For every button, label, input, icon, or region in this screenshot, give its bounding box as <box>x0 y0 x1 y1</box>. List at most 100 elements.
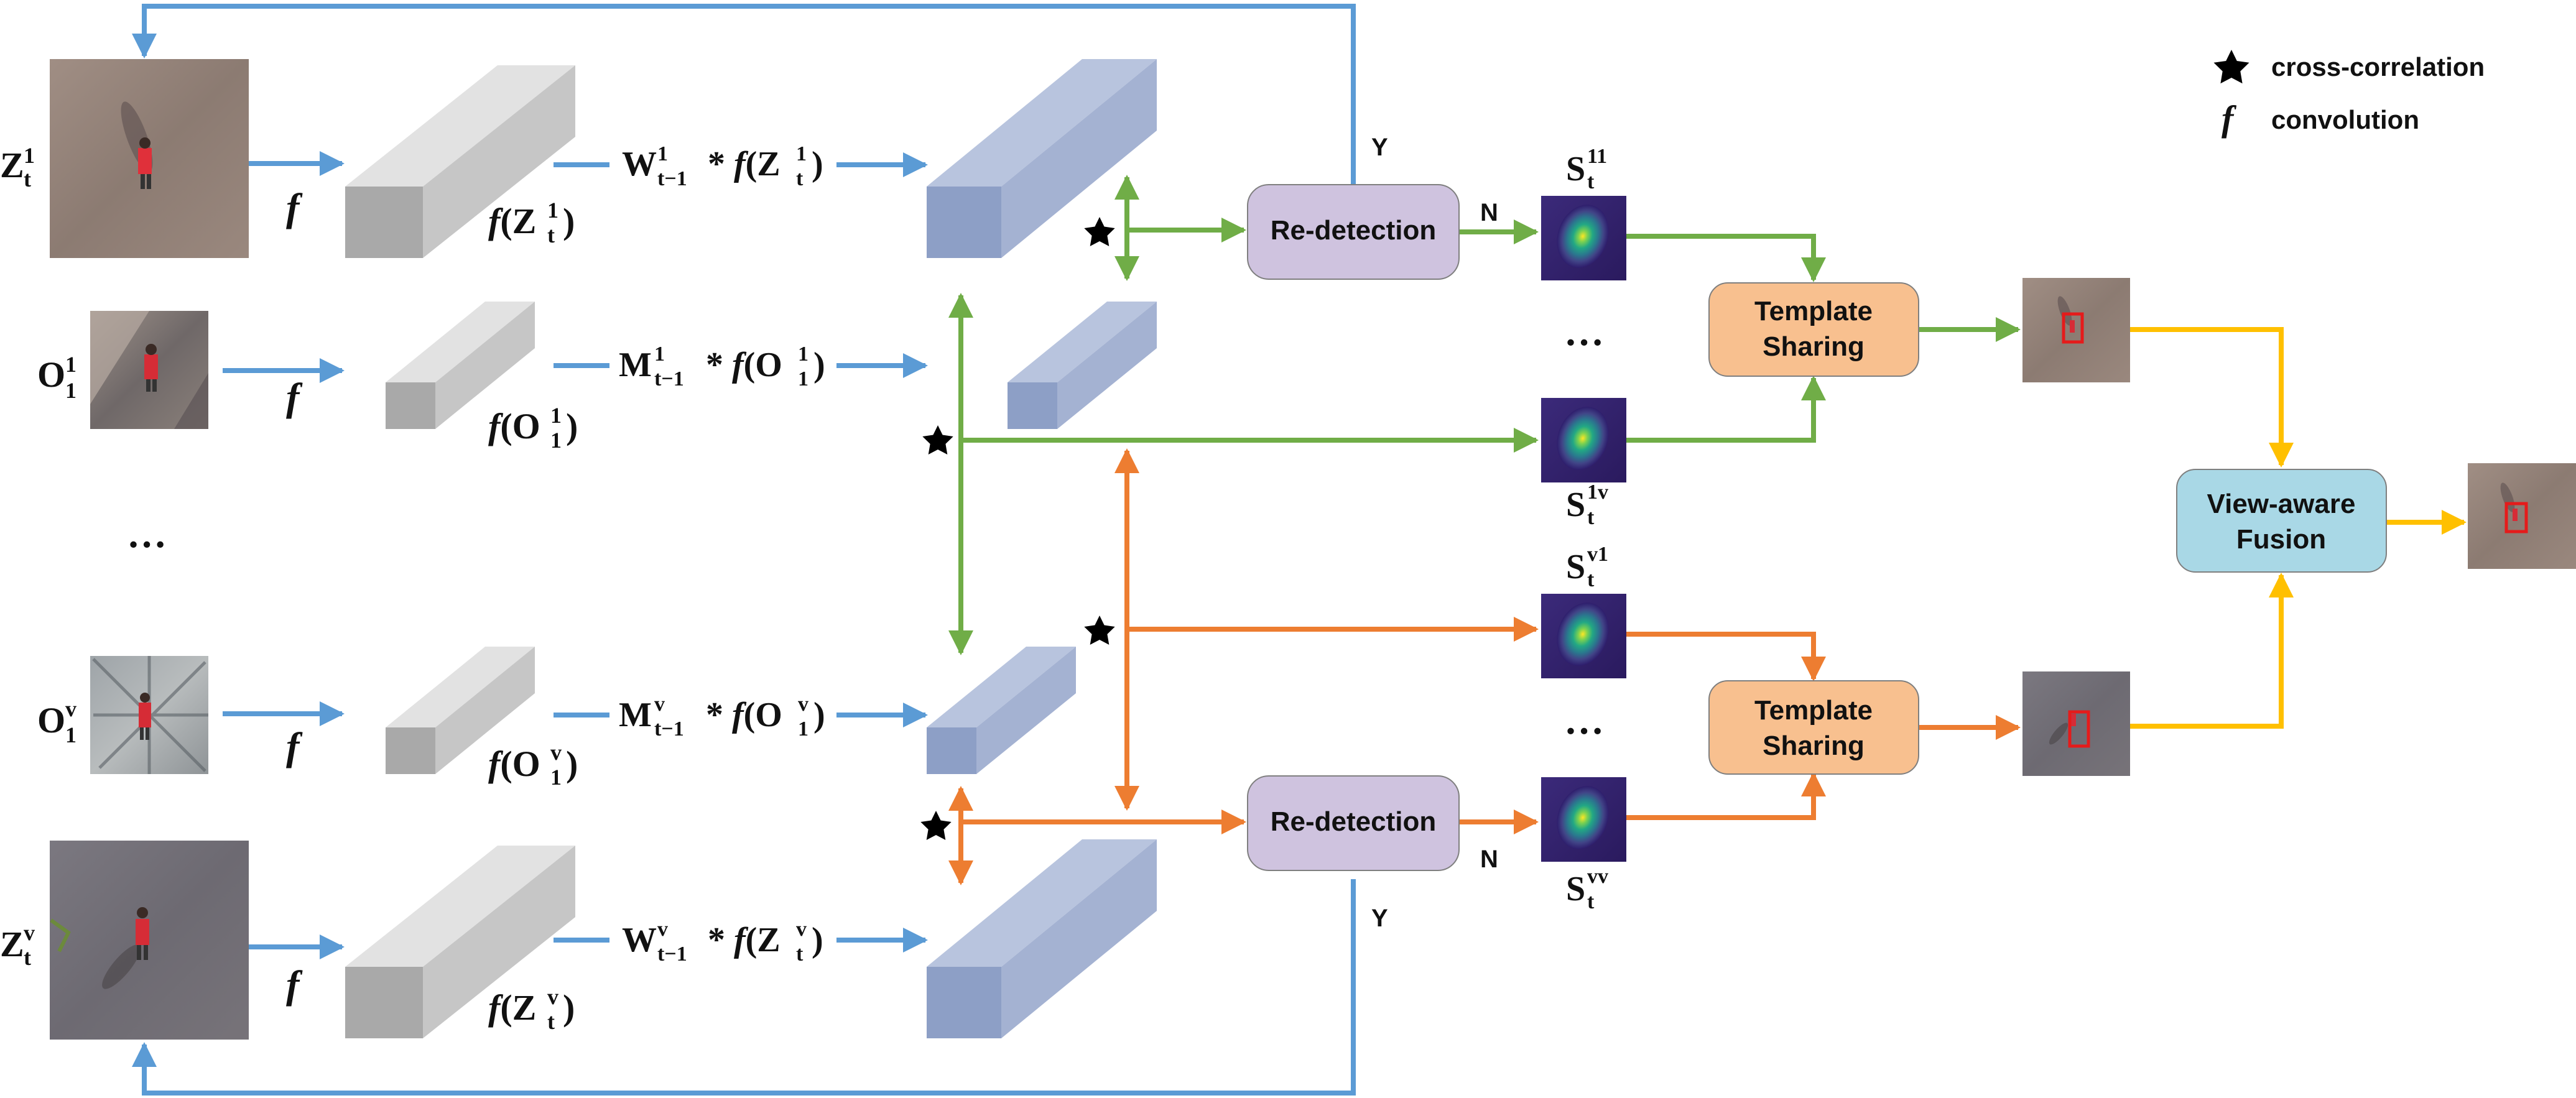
svg-text:Sharing: Sharing <box>1763 331 1865 362</box>
svg-text:v: v <box>550 740 562 765</box>
input-image-z1 <box>50 59 249 258</box>
svg-text:t: t <box>1587 890 1595 913</box>
response-label-s1v: S 1v t <box>1566 481 1608 529</box>
svg-text:f(Z: f(Z <box>488 201 536 241</box>
svg-text:* f(O: * f(O <box>706 696 782 734</box>
response-map-s11 <box>1541 196 1626 280</box>
svg-text:Re-detection: Re-detection <box>1271 215 1436 246</box>
svg-text:1: 1 <box>796 142 807 165</box>
response-label-s11: S 11 t <box>1566 145 1607 193</box>
result-image-view1 <box>2022 278 2130 382</box>
svg-text:Template: Template <box>1754 695 1873 726</box>
svg-text:v: v <box>796 918 807 941</box>
response-map-svv <box>1541 777 1626 862</box>
svg-text:W: W <box>622 921 657 959</box>
svg-text:f: f <box>286 185 303 229</box>
svg-text:f: f <box>286 375 303 419</box>
weighted-block-o11 <box>1008 302 1157 429</box>
weighted-label-zv: W v t−1 * f(Z v t ) <box>622 918 823 966</box>
svg-text:): ) <box>812 145 823 183</box>
svg-text:): ) <box>812 921 823 959</box>
svg-text:S: S <box>1566 486 1585 524</box>
feature-label-z1: f(Z 1 t ) <box>488 198 575 247</box>
redetection-node-bottom: Re-detection <box>1247 775 1460 871</box>
svg-text:1: 1 <box>654 343 665 366</box>
svg-text:): ) <box>566 744 578 784</box>
svg-text:N: N <box>1480 846 1498 873</box>
conv-symbols: f f f f <box>286 185 303 1007</box>
branch-labels: Y N N Y <box>1371 134 1498 932</box>
feature-block-z1 <box>345 65 575 258</box>
svg-text:Fusion: Fusion <box>2236 524 2326 555</box>
input-image-o11 <box>90 311 208 429</box>
response-label-sv1: S v1 t <box>1566 543 1608 591</box>
feature-block-o11 <box>386 302 535 429</box>
svg-text:t−1: t−1 <box>657 943 687 966</box>
svg-text:t−1: t−1 <box>657 167 687 190</box>
svg-text:1: 1 <box>798 367 808 390</box>
svg-text:v: v <box>654 693 665 716</box>
svg-text:v: v <box>657 918 668 941</box>
conv-arrows <box>223 151 345 959</box>
svg-text:1: 1 <box>547 198 558 223</box>
inputs-ellipsis: … <box>127 512 167 556</box>
svg-text:1v: 1v <box>1587 481 1608 504</box>
svg-text:): ) <box>563 201 575 241</box>
svg-text:Z: Z <box>0 145 24 185</box>
response-label-svv: S vv t <box>1566 865 1608 913</box>
weighted-label-o1v: M v t−1 * f(O v 1 ) <box>619 693 825 740</box>
weight-arrows <box>554 152 928 953</box>
svg-text:1: 1 <box>550 765 562 790</box>
svg-text:* f(Z: * f(Z <box>708 145 781 183</box>
svg-text:* f(Z: * f(Z <box>708 921 781 959</box>
svg-text:11: 11 <box>1587 145 1607 168</box>
weighted-label-o11: M 1 t−1 * f(O 1 1 ) <box>619 343 825 390</box>
svg-text:1: 1 <box>65 378 76 403</box>
svg-text:1: 1 <box>657 142 668 165</box>
legend-f-label: convolution <box>2271 105 2419 134</box>
template-sharing-node-bottom: Template Sharing <box>1708 680 1919 775</box>
label-z1: Z 1 t <box>0 143 35 191</box>
svg-text:* f(O: * f(O <box>706 346 782 384</box>
svg-text:1: 1 <box>24 143 35 168</box>
svg-text:1: 1 <box>550 403 562 428</box>
svg-text:Sharing: Sharing <box>1763 731 1865 761</box>
svg-text:M: M <box>619 346 652 384</box>
final-result-image <box>2468 463 2576 569</box>
label-o11: O 1 1 <box>37 352 76 403</box>
svg-text:1: 1 <box>798 717 808 740</box>
svg-text:t: t <box>1587 506 1595 529</box>
svg-text:f: f <box>286 724 303 768</box>
svg-text:t: t <box>547 223 555 247</box>
svg-text:t: t <box>1587 568 1595 591</box>
svg-text:v: v <box>24 920 35 945</box>
svg-text:View-aware: View-aware <box>2207 489 2356 519</box>
label-o1v: O v 1 <box>37 696 76 747</box>
svg-text:S: S <box>1566 548 1585 586</box>
legend: cross-correlation f convolution <box>2213 50 2485 139</box>
svg-text:v: v <box>65 696 76 721</box>
svg-text:): ) <box>813 696 825 734</box>
star-icon <box>920 217 1115 840</box>
svg-text:Re-detection: Re-detection <box>1271 806 1436 837</box>
svg-text:S: S <box>1566 870 1585 908</box>
view-aware-fusion-node: View-aware Fusion <box>2176 469 2387 573</box>
response-map-sv1 <box>1541 594 1626 678</box>
svg-text:1: 1 <box>798 343 808 366</box>
svg-text:Z: Z <box>0 924 24 964</box>
svg-text:t: t <box>24 945 31 970</box>
svg-text:t: t <box>1587 170 1595 193</box>
feature-block-o1v <box>386 647 535 774</box>
yellow-paths <box>2130 327 2467 729</box>
svg-text:t: t <box>796 943 804 966</box>
svg-text:): ) <box>566 406 578 446</box>
svg-text:f(O: f(O <box>488 406 540 446</box>
svg-text:t−1: t−1 <box>654 717 684 740</box>
svg-text:S: S <box>1566 150 1585 188</box>
svg-text:): ) <box>563 987 575 1028</box>
weighted-block-z1 <box>927 59 1157 258</box>
star-icon <box>2213 50 2249 84</box>
template-sharing-node-top: Template Sharing <box>1708 282 1919 377</box>
weighted-block-zv <box>927 839 1157 1038</box>
